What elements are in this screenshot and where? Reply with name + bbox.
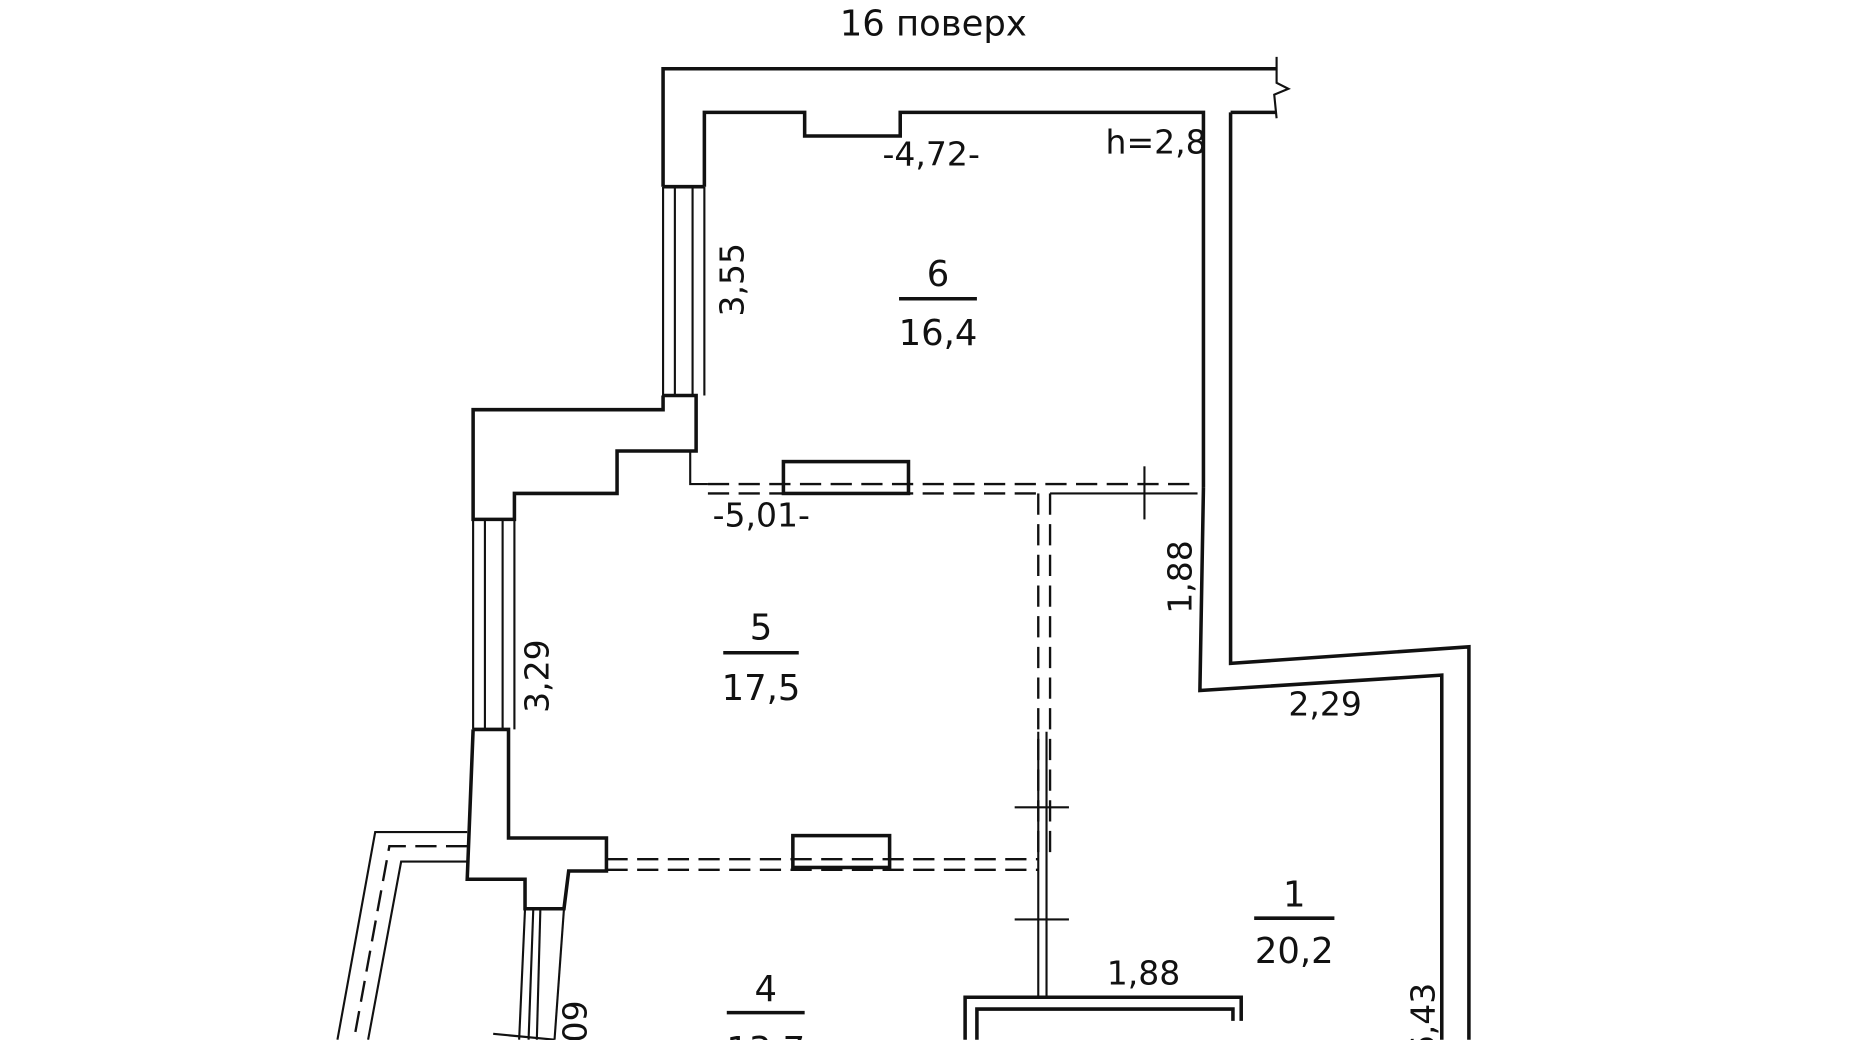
svg-text:4: 4 — [754, 969, 777, 1010]
dim-room1-length: 6,43 — [1404, 983, 1443, 1040]
svg-text:1: 1 — [1283, 874, 1306, 915]
dim-room5-width: -5,01- — [713, 495, 810, 534]
dim-room6-window: 3,55 — [712, 243, 751, 317]
walls — [336, 56, 1471, 1040]
svg-text:17,5: 17,5 — [722, 668, 801, 709]
room-5-label: 5 17,5 — [722, 608, 801, 709]
dim-room6-width: -4,72- — [883, 134, 980, 173]
dim-room5-window: 3,29 — [518, 639, 557, 713]
floor-title: 16 поверх — [840, 4, 1027, 45]
radiator — [781, 459, 911, 496]
svg-text:20,2: 20,2 — [1255, 931, 1334, 972]
ceiling-height: h=2,8 — [1106, 123, 1207, 162]
svg-text:5: 5 — [750, 608, 773, 649]
dim-corridor-height: 1,88 — [1161, 540, 1200, 614]
room-4-label: 4 13,7 — [726, 969, 805, 1040]
room-6-label: 6 16,4 — [899, 254, 978, 354]
svg-text:6: 6 — [927, 254, 950, 295]
dim-bath-width: 1,88 — [1107, 953, 1181, 992]
radiator — [791, 833, 892, 870]
dim-corridor-width: 2,29 — [1288, 684, 1362, 723]
partitions — [606, 459, 1198, 998]
room-1-label: 1 20,2 — [1254, 874, 1335, 972]
svg-text:13,7: 13,7 — [726, 1030, 805, 1040]
dim-room4-window: 1,09 — [555, 1000, 594, 1040]
svg-text:16,4: 16,4 — [899, 313, 978, 354]
